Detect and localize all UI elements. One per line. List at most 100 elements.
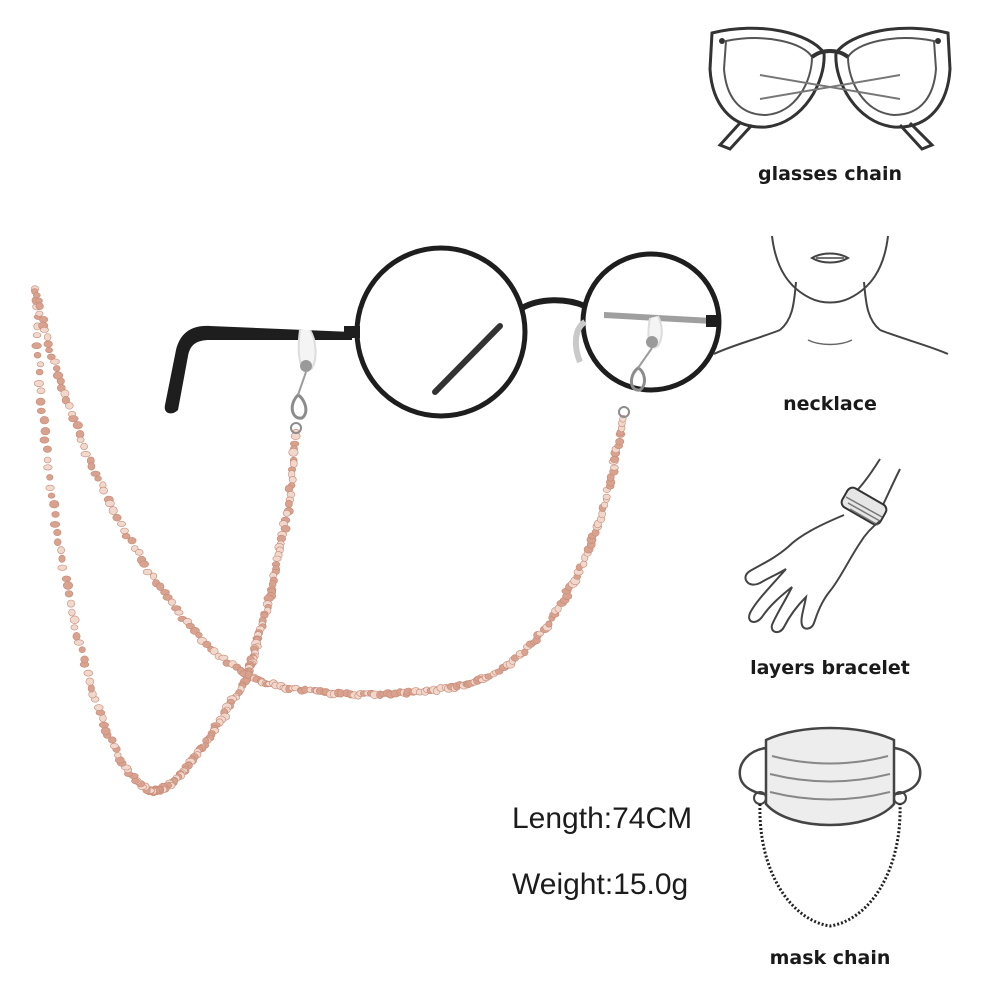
pearl-bead [80, 451, 91, 458]
pearl-bead [94, 475, 102, 482]
pearl-bead [209, 647, 219, 656]
pearl-bead [108, 736, 117, 744]
pearl-bead [72, 632, 81, 641]
pearl-bead [46, 474, 54, 481]
pearl-bead [36, 361, 45, 368]
pearl-bead [112, 513, 122, 522]
pearl-bead [100, 726, 111, 736]
pearl-bead [33, 352, 42, 359]
pearl-bead [76, 436, 85, 443]
pearl-bead [33, 379, 44, 387]
pearl-bead [580, 560, 588, 568]
pearl-bead [38, 316, 49, 323]
pearl-bead [284, 499, 293, 508]
pearl-bead [131, 777, 140, 784]
pearl-bead [73, 639, 84, 646]
pearl-bead [108, 506, 118, 515]
pearl-bead [39, 436, 50, 444]
pearl-bead [185, 622, 195, 630]
mask-icon [738, 726, 922, 928]
pearl-bead [127, 537, 137, 545]
pearl-bead [36, 387, 46, 395]
pearl-bead [45, 347, 53, 354]
pearl-bead [49, 521, 61, 528]
pearl-bead [114, 752, 122, 759]
use-label: layers bracelet [750, 657, 910, 679]
pearl-bead [43, 445, 52, 453]
pearl-bead [43, 464, 53, 471]
pearl-bead [32, 292, 41, 299]
pearl-bead [58, 554, 66, 563]
pearl-bead [35, 302, 44, 311]
pearl-bead [49, 500, 60, 509]
pearl-bead [66, 599, 76, 608]
pearl-bead [85, 677, 95, 686]
use-label: necklace [783, 393, 877, 415]
pearl-bead [83, 669, 94, 677]
pearl-bead [64, 590, 74, 598]
pearl-bead [31, 342, 42, 350]
pearl-bead [69, 615, 80, 624]
pearl-bead [35, 310, 44, 317]
pearl-bead [87, 684, 95, 693]
pearl-bead [80, 442, 88, 451]
pearl-bead [43, 333, 52, 341]
pearl-bead [51, 511, 60, 518]
pearl-bead [53, 538, 62, 547]
pearl-bead [68, 415, 79, 423]
pearl-bead [40, 427, 51, 436]
pearl-bead [272, 555, 282, 562]
use-glasses-chain: glasses chain [700, 15, 960, 200]
pearl-bead [50, 358, 60, 365]
pearl-bead [68, 608, 76, 617]
pearl-bead [78, 646, 86, 654]
pearl-bead [53, 528, 62, 536]
pearl-bead [244, 670, 253, 679]
pearl-bead [43, 456, 52, 464]
pearl-bead [72, 421, 83, 430]
pearl-bead [39, 326, 49, 333]
pearl-bead [174, 609, 184, 616]
pearl-bead [80, 655, 89, 664]
pearl-bead [36, 407, 46, 415]
pearl-bead [610, 464, 619, 471]
pearl-bead [156, 582, 165, 591]
pearl-bead [121, 533, 131, 540]
pearl-bead [282, 509, 291, 517]
pearl-bead [600, 501, 609, 509]
pearl-bead [99, 486, 108, 495]
neck-icon [713, 235, 949, 355]
pearl-bead [134, 548, 144, 556]
pearl-bead [545, 620, 553, 628]
pearl-bead [288, 447, 299, 457]
wrist-bracelet-icon [744, 458, 901, 633]
pearl-bead [602, 493, 611, 501]
weight-spec: Weight:15.0g [512, 868, 689, 901]
pearl-bead [65, 402, 74, 410]
pearl-bead [52, 365, 61, 372]
pearl-bead [39, 416, 50, 425]
pearl-bead [47, 492, 56, 499]
pearl-bead [117, 520, 127, 527]
pearl-bead [139, 560, 149, 568]
pearl-bead [70, 624, 79, 631]
pearl-bead [109, 743, 119, 749]
use-label: mask chain [769, 947, 891, 969]
pearl-bead [57, 564, 68, 571]
pearl-bead [57, 546, 65, 555]
pearl-bead [615, 438, 625, 446]
pearl-bead [289, 459, 298, 468]
glasses-icon [708, 26, 952, 151]
pearl-bead [90, 470, 101, 477]
pearl-bead [61, 575, 72, 582]
pearl-bead [149, 572, 158, 580]
pearl-bead [167, 598, 176, 606]
pearl-bead [288, 476, 297, 484]
pearl-chain [30, 285, 627, 797]
pearl-bead [87, 462, 96, 471]
pearl-bead [94, 704, 104, 711]
use-mask-chain: mask chain [720, 720, 940, 980]
pearl-bead [45, 484, 55, 492]
